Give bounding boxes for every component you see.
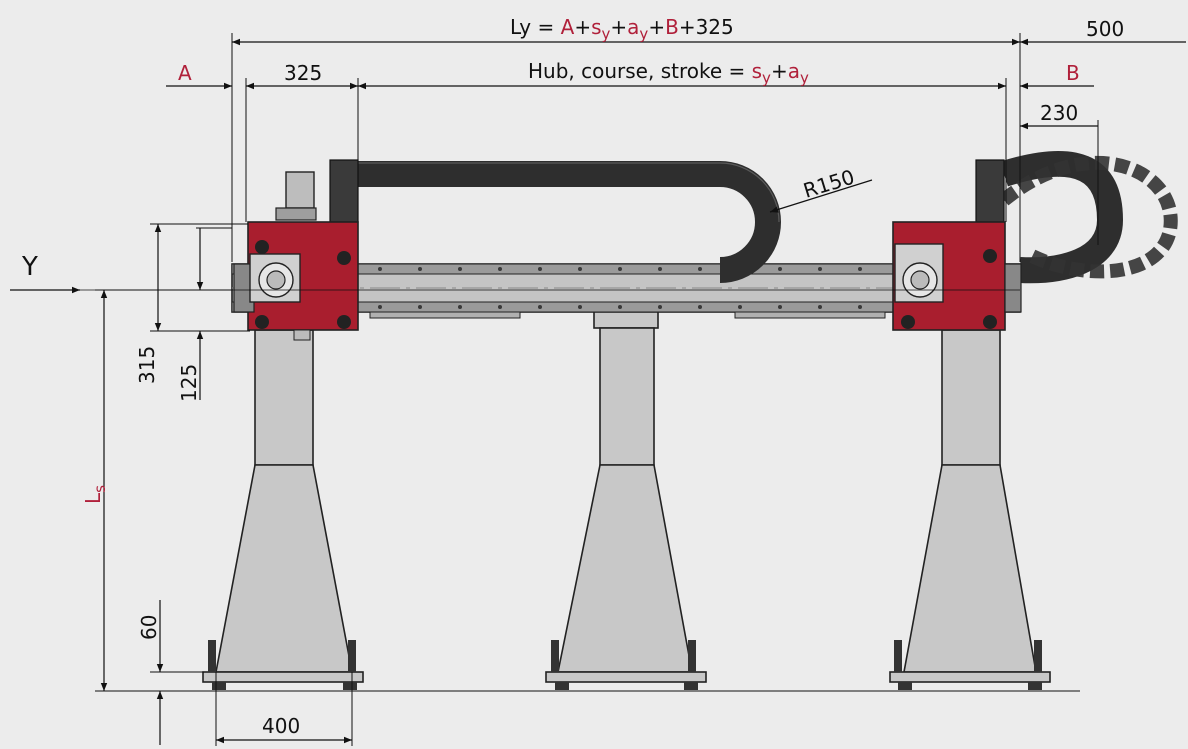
cable-chain-upper — [358, 161, 782, 283]
dim-r150-label: R150 — [800, 165, 857, 203]
dim-230-label: 230 — [1040, 101, 1078, 125]
dim-500-label: 500 — [1086, 17, 1124, 41]
column-middle — [545, 309, 707, 690]
dim-ls-label: Ls — [81, 485, 109, 504]
axis-y-label: Y — [21, 252, 38, 282]
chain-mount-left — [329, 159, 359, 223]
column-right — [889, 329, 1051, 690]
cable-chain-right — [999, 150, 1178, 284]
dim-400-label: 400 — [262, 714, 300, 738]
dim-60-label: 60 — [137, 615, 161, 640]
dim-b-label: B — [1066, 61, 1080, 85]
dim-325-label: 325 — [284, 61, 322, 85]
carriage-right — [892, 221, 1022, 331]
dim-ly-label: Ly = A+sy+ay+B+325 — [510, 15, 734, 43]
dim-r150 — [769, 179, 873, 213]
dim-a-label: A — [178, 61, 192, 85]
chain-mount-right — [975, 159, 1005, 223]
carriage-left — [233, 171, 359, 341]
dim-315-label: 315 — [135, 346, 159, 384]
dim-hub-label: Hub, course, stroke = sy+ay — [528, 59, 809, 87]
linear-beam — [231, 263, 1021, 319]
dim-125-label: 125 — [177, 364, 201, 402]
column-left — [202, 329, 364, 690]
